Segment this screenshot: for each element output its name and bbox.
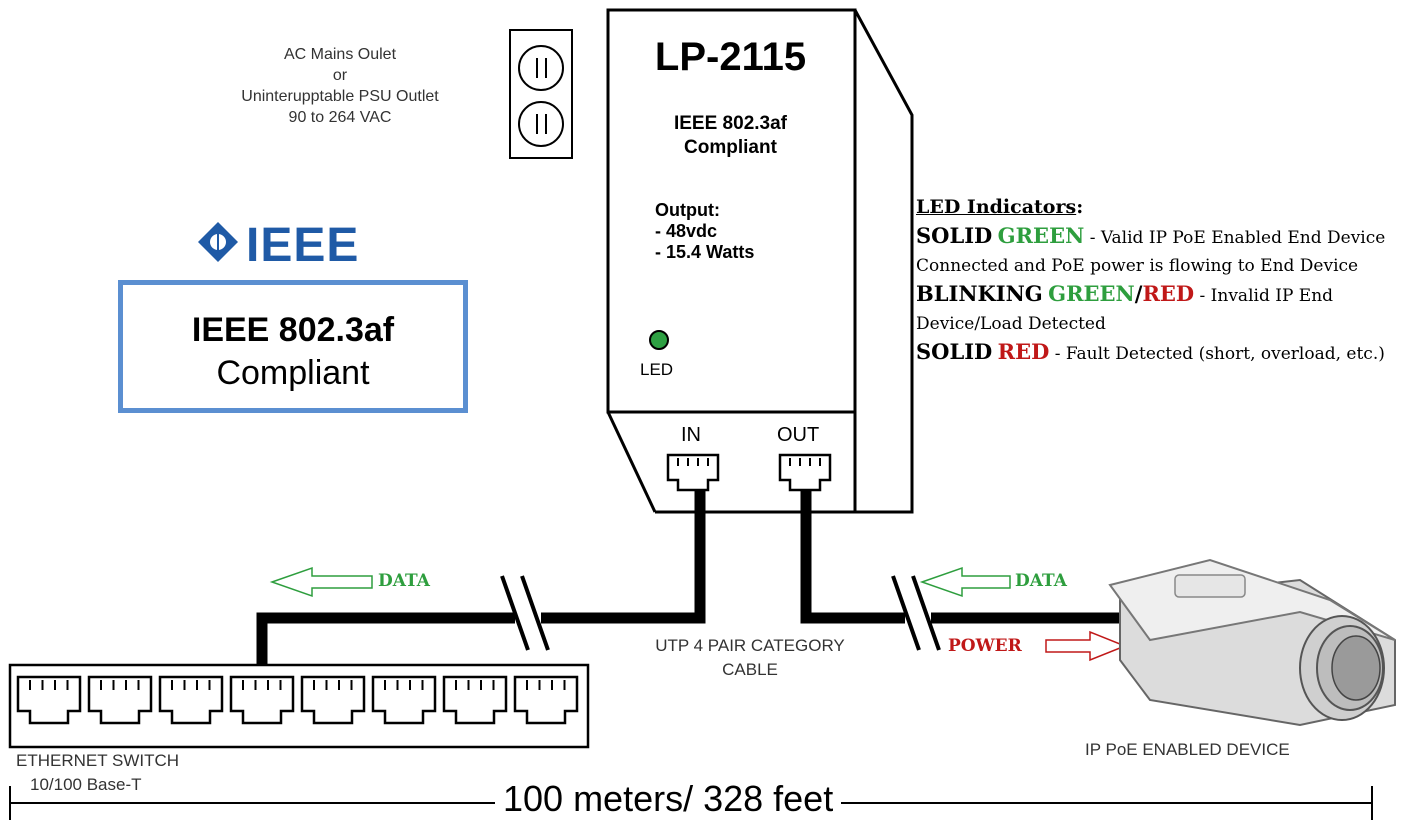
led-blinking-red: RED — [1142, 281, 1195, 306]
injector-port-in — [666, 453, 720, 492]
injector-box — [606, 8, 914, 514]
led-indicators-title: LED Indicators — [916, 196, 1077, 218]
power-arrow-icon — [1045, 630, 1128, 662]
led-blinking-entry: BLINKING GREEN/RED - Invalid IP End Devi… — [916, 280, 1416, 338]
switch-port — [87, 675, 153, 725]
led-solid-red-word: SOLID — [916, 339, 993, 364]
cable-caption: UTP 4 PAIR CATEGORY CABLE — [600, 634, 900, 682]
switch-port — [371, 675, 437, 725]
led-solid-green-color: GREEN — [997, 223, 1085, 248]
led-solid-green-entry: SOLID GREEN - Valid IP PoE Enabled End D… — [916, 222, 1416, 280]
ieee-box-standard: IEEE 802.3af — [191, 311, 395, 349]
wall-outlet-icon — [509, 29, 573, 159]
injector-model: LP-2115 — [654, 35, 807, 79]
switch-port — [16, 675, 82, 725]
ethernet-switch — [8, 663, 590, 749]
ieee-diamond-icon — [198, 222, 238, 262]
injector-port-out-label: OUT — [777, 424, 820, 446]
cable-caption-line2: CABLE — [722, 660, 778, 679]
data-flow-label-left: DATA — [378, 571, 430, 591]
injector-port-out — [778, 453, 832, 492]
power-flow-label: POWER — [948, 636, 1022, 656]
led-blinking-word: BLINKING — [916, 281, 1043, 306]
switch-port — [229, 675, 295, 725]
injector-standard: IEEE 802.3af Compliant — [608, 112, 853, 160]
ieee-logo-text: IEEE — [246, 219, 360, 272]
switch-port — [158, 675, 224, 725]
switch-port — [442, 675, 508, 725]
distance-label: 100 meters/ 328 feet — [495, 778, 842, 820]
switch-caption: ETHERNET SWITCH 10/100 Base-T — [16, 749, 179, 797]
led-blinking-desc: - Invalid IP End Device/Load Detected — [916, 286, 1334, 334]
led-indicators-header: LED Indicators: — [916, 193, 1416, 222]
led-indicators-legend: LED Indicators: SOLID GREEN - Valid IP P… — [916, 193, 1416, 368]
outlet-caption-line: 90 to 264 VAC — [288, 109, 392, 126]
ieee-compliance-box: IEEE 802.3af Compliant — [118, 280, 468, 413]
cable-switch-to-in — [256, 490, 706, 678]
data-flow-label-right: DATA — [1015, 571, 1067, 591]
injector-output-power: - 15.4 Watts — [655, 242, 755, 262]
injector-compliant-line: Compliant — [684, 137, 777, 158]
device-caption: IP PoE ENABLED DEVICE — [1085, 740, 1290, 759]
injector-led-label: LED — [640, 360, 674, 379]
outlet-caption-line: or — [332, 67, 348, 84]
data-arrow-right-icon — [919, 566, 1011, 598]
switch-port — [513, 675, 579, 725]
injector-output: Output: - 48vdc - 15.4 Watts — [655, 200, 754, 263]
cable-break-left — [500, 575, 550, 651]
cable-break-right — [891, 575, 941, 651]
led-blinking-slash: / — [1134, 281, 1143, 306]
ip-camera-icon — [1108, 558, 1396, 727]
cable-out-to-device — [800, 490, 1130, 624]
led-solid-red-entry: SOLID RED - Fault Detected (short, overl… — [916, 338, 1416, 368]
switch-port — [300, 675, 366, 725]
switch-caption-line2: 10/100 Base-T — [30, 775, 142, 794]
injector-standard-line: IEEE 802.3af — [673, 113, 788, 134]
ieee-box-compliant: Compliant — [216, 354, 370, 392]
switch-caption-line1: ETHERNET SWITCH — [16, 751, 180, 770]
led-indicators-colon: : — [1076, 196, 1084, 218]
outlet-caption-line: Uninterupptable PSU Outlet — [241, 88, 439, 105]
led-blinking-green: GREEN — [1048, 281, 1135, 306]
led-solid-green-desc: - Valid IP PoE Enabled End Device Connec… — [916, 228, 1386, 276]
outlet-caption-line: AC Mains Oulet — [283, 46, 397, 63]
injector-port-in-label: IN — [681, 424, 701, 446]
led-solid-green-word: SOLID — [916, 223, 993, 248]
outlet-caption: AC Mains Oulet or Uninterupptable PSU Ou… — [175, 44, 505, 128]
led-solid-red-desc: - Fault Detected (short, overload, etc.) — [1054, 344, 1385, 364]
led-solid-red-color: RED — [997, 339, 1050, 364]
injector-output-voltage: - 48vdc — [655, 221, 718, 241]
data-arrow-left-icon — [269, 566, 373, 598]
cable-caption-line1: UTP 4 PAIR CATEGORY — [655, 636, 845, 655]
injector-output-label: Output: — [655, 200, 720, 220]
